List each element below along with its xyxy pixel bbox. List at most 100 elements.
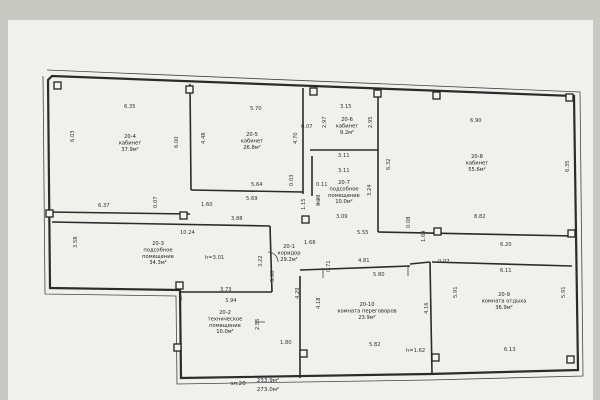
room-label-20-7: подсобное [329, 186, 358, 192]
column [432, 91, 441, 100]
column [299, 349, 308, 358]
room-labels: 20-4кабинет37.9м²20-5кабинет26.8м²20-6ка… [119, 117, 527, 335]
dimension-label: 2.95 [368, 116, 374, 128]
dimension-label: 3.09 [336, 214, 348, 220]
room-label-20-9: 36.9м² [495, 305, 513, 311]
column [431, 353, 440, 362]
column [179, 211, 188, 220]
total-area-2: 273.0м² [257, 386, 279, 393]
dimension-label: 4.18 [316, 297, 322, 309]
room-label-20-5: 26.8м² [243, 145, 261, 151]
column [566, 355, 575, 364]
doors [255, 196, 409, 323]
dimension-label: 2.55 [255, 318, 261, 330]
dimension-label: 6.32 [386, 158, 392, 170]
room-label-20-2: помещение [209, 323, 241, 329]
room-label-20-3: помещение [142, 254, 174, 260]
room-label-20-8: 55.6м² [468, 167, 486, 173]
room-label-20-5: кабинет [241, 138, 264, 144]
dimension-labels: 6.35 5.70 3.15 6.90 6.03 6.00 4.48 4.70 2.97 2.95… [70, 104, 571, 354]
room-label-20-1: коридор [277, 250, 301, 256]
dimension-label: 6.03 [70, 130, 76, 142]
room-label-20-9: комната отдыха [482, 298, 527, 304]
dimension-label: 4.81 [358, 258, 370, 264]
dimension-label: 3.94 [225, 298, 237, 304]
dimension-label: 6.20 [500, 242, 512, 248]
column [567, 229, 576, 238]
dimension-label: 1.60 [201, 202, 213, 208]
room-label-20-4: 20-4 [124, 134, 136, 140]
room-label-20-2: 20-2 [219, 310, 231, 316]
column [301, 215, 310, 224]
dimension-label: 1.80 [280, 340, 292, 346]
dimension-label: 5.91 [561, 286, 567, 298]
column [185, 85, 194, 94]
dimension-label: 0.07 [438, 259, 450, 265]
dimension-label: 3.88 [231, 216, 243, 222]
column [373, 89, 382, 98]
dimension-label: 2.97 [322, 116, 328, 128]
dimension-label: 0.03 [289, 174, 295, 186]
dimension-label: 3.23 [316, 194, 322, 206]
dimension-label: 10.24 [180, 230, 196, 236]
column [565, 93, 574, 102]
floor-label: эл.20 [230, 381, 246, 387]
dimension-label: 5.82 [369, 342, 381, 348]
interior-walls [47, 83, 575, 378]
room-label-20-4: 37.9м² [121, 147, 139, 153]
dimension-label: 3.73 [220, 287, 232, 293]
column [45, 209, 54, 218]
room-label-20-1: 20-1 [283, 244, 295, 250]
room-label-20-7: 10.0м² [335, 199, 353, 205]
room-label-20-10: комната переговоров [337, 308, 396, 314]
columns [45, 81, 576, 364]
room-label-20-10: 23.9м² [358, 315, 376, 321]
dimension-label: 5.55 [357, 230, 369, 236]
room-label-20-10: 20-10 [359, 302, 374, 308]
dimension-label: 5.90 [270, 270, 276, 282]
dimension-label: 1.15 [301, 198, 307, 210]
dimension-label: 3.11 [338, 153, 350, 159]
room-label-20-5: 20-5 [246, 132, 258, 138]
room-label-20-4: кабинет [119, 140, 142, 146]
dimension-label: 3.15 [340, 104, 352, 110]
dimension-label: 5.91 [453, 286, 459, 298]
dimension-label: h=3.01 [205, 255, 224, 261]
dimension-label: 3.11 [338, 168, 350, 174]
dimension-label: 6.00 [174, 136, 180, 148]
dimension-label: h=1.62 [406, 348, 425, 354]
dimension-label: 6.90 [470, 118, 482, 124]
dimension-label: 3.24 [367, 184, 373, 196]
dimension-label: 4.48 [201, 132, 207, 144]
dimension-label: 1.64 [421, 230, 427, 242]
dimension-label: 5.70 [250, 106, 262, 112]
room-label-20-1: 29.2м² [280, 257, 298, 263]
room-label-20-3: 20-3 [152, 241, 164, 247]
room-label-20-6: кабинет [336, 123, 359, 129]
dimension-label: 6.11 [500, 268, 512, 274]
dimension-label: 4.70 [293, 132, 299, 144]
room-label-20-6: 9.2м² [340, 130, 354, 136]
dimension-label: 3.22 [258, 255, 264, 267]
room-label-20-3: 34.3м² [149, 260, 167, 266]
dimension-label: 5.69 [246, 196, 258, 202]
dimension-label: 5.80 [373, 272, 385, 278]
column [433, 227, 442, 236]
dimension-label: 6.35 [565, 160, 571, 172]
dimension-label: 0.11 [316, 182, 328, 188]
room-label-20-9: 20-9 [498, 292, 510, 298]
dimension-label: 1.68 [304, 240, 316, 246]
column [173, 343, 182, 352]
dimension-label: 0.08 [406, 216, 412, 228]
room-label-20-6: 20-6 [341, 117, 353, 123]
dimension-label: 6.35 [124, 104, 136, 110]
dimension-label: 8.82 [474, 214, 486, 220]
dimension-label: 6.37 [98, 203, 110, 209]
room-label-20-8: кабинет [466, 160, 489, 166]
dimension-label: 0.71 [326, 260, 332, 272]
room-label-20-2: техническое [208, 316, 243, 322]
room-label-20-8: 20-8 [471, 154, 483, 160]
dimension-label: 4.29 [295, 287, 301, 299]
